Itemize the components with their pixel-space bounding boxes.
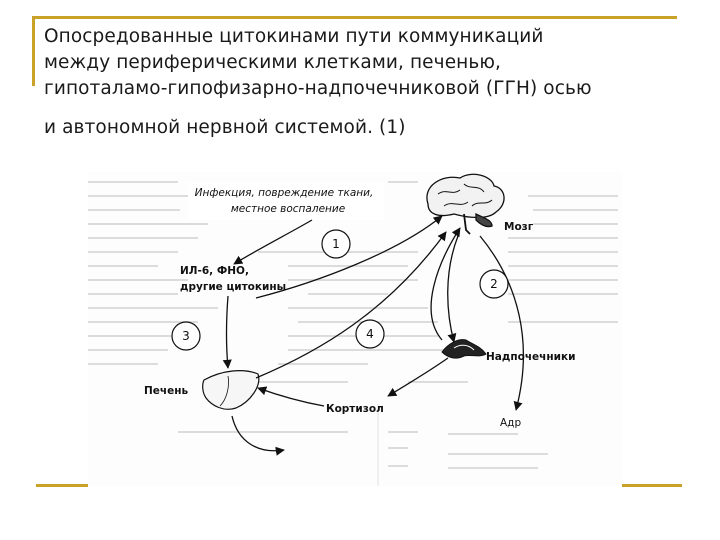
arrow-adrenals-to-brain	[430, 227, 461, 341]
liver-illustration	[202, 370, 260, 410]
step-2-circle: 2	[479, 269, 509, 299]
arrow-cortisol-to-liver	[257, 386, 325, 407]
brain-illustration	[426, 173, 505, 235]
arrow-liver-output	[231, 415, 285, 456]
arrow-cytokines-to-brain	[255, 215, 443, 299]
adrenals-label: Надпочечники	[486, 351, 575, 363]
adrenal-gland-illustration	[441, 339, 487, 359]
arrow-infection-to-cytokines	[233, 219, 313, 265]
cytokines-label-line-2: другие цитокины	[180, 281, 286, 293]
adr-label: Адр	[500, 417, 521, 429]
title-line-2: между периферическими клетками, печенью,	[44, 52, 502, 73]
step-3-circle: 3	[171, 321, 201, 351]
infection-label-bg	[188, 182, 384, 220]
diagram-svg: Инфекция, повреждение ткани, местное вос…	[88, 173, 618, 486]
step-3-number: 3	[182, 329, 190, 343]
title-line-1: Опосредованные цитокинами пути коммуника…	[44, 26, 544, 47]
step-4-circle: 4	[355, 319, 385, 349]
bottom-rule-right	[622, 484, 682, 487]
arrow-adrenals-to-cortisol	[387, 357, 449, 397]
arrow-liver-to-brain	[255, 231, 447, 379]
bottom-rule-left	[36, 484, 88, 487]
arrow-brain-to-adrenals	[447, 235, 459, 343]
step-4-number: 4	[366, 327, 374, 341]
slide-title: Опосредованные цитокинами пути коммуника…	[44, 24, 684, 141]
step-1-circle: 1	[321, 229, 351, 259]
step-2-number: 2	[490, 277, 498, 291]
left-rule	[32, 16, 35, 86]
arrow-cytokines-to-liver	[222, 295, 232, 369]
background-text-texture	[88, 181, 618, 469]
infection-label-line-1: Инфекция, повреждение ткани,	[195, 187, 374, 199]
title-line-4: и автономной нервной системой. (1)	[44, 117, 406, 138]
cytokines-label-line-1: ИЛ-6, ФНО,	[180, 265, 249, 277]
infection-label-line-2: местное воспаление	[231, 203, 345, 215]
diagram-figure: Инфекция, повреждение ткани, местное вос…	[88, 172, 622, 486]
step-1-number: 1	[332, 237, 340, 251]
brain-label: Мозг	[504, 221, 534, 233]
top-rule	[32, 16, 677, 19]
arrow-brain-to-adr	[479, 235, 525, 411]
cortisol-label: Кортизол	[326, 403, 384, 415]
liver-label: Печень	[144, 385, 188, 397]
title-line-3: гипоталамо-гипофизарно-надпочечниковой (…	[44, 78, 592, 99]
